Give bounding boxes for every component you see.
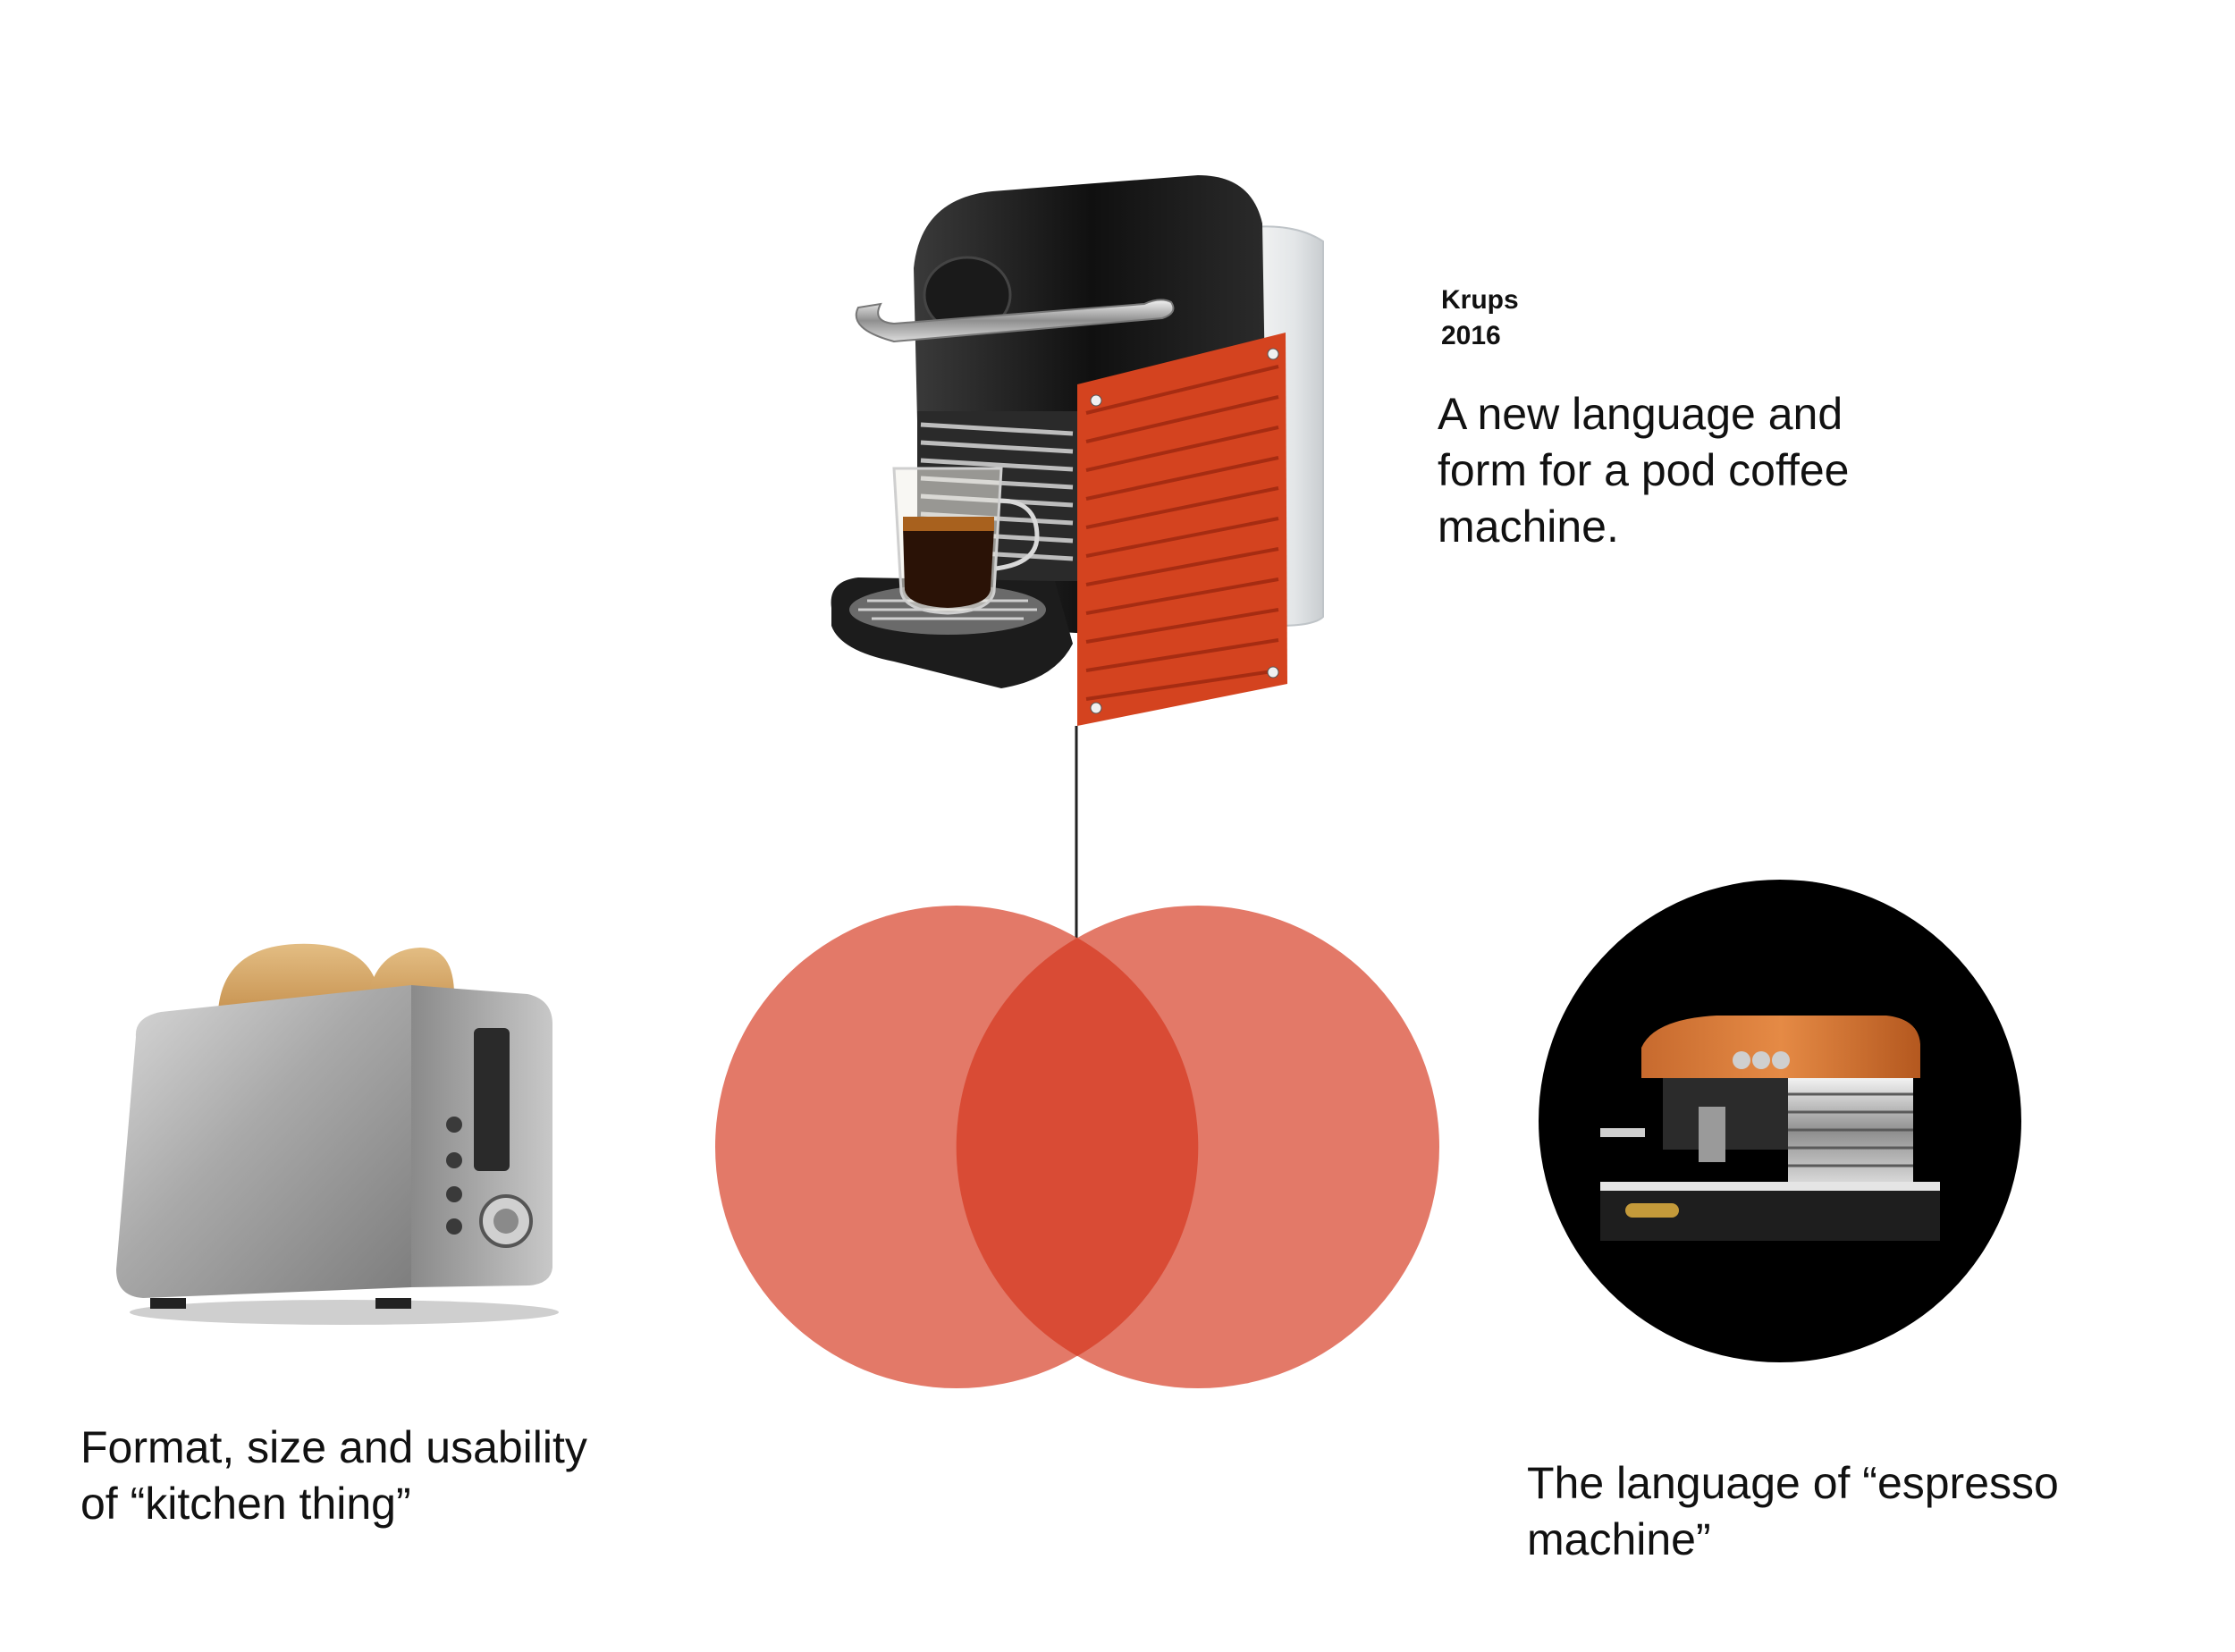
caption-line: The language of “espresso	[1527, 1458, 2059, 1508]
pod-coffee-machine-icon	[831, 175, 1324, 726]
toaster-icon	[116, 943, 559, 1325]
product-description: A new language and form for a pod coffee…	[1438, 386, 1938, 555]
description-line: form for a pod coffee	[1438, 445, 1850, 495]
brand-label: Krups	[1441, 285, 1519, 315]
description-line: A new language and	[1438, 389, 1843, 439]
caption-line: of “kitchen thing”	[80, 1479, 411, 1529]
venn-diagram	[715, 906, 1439, 1388]
year-label: 2016	[1441, 321, 1501, 350]
product-meta: Krups 2016	[1441, 282, 1519, 354]
right-influence-caption: The language of “espresso machine”	[1527, 1455, 2059, 1568]
description-line: machine.	[1438, 502, 1619, 552]
espresso-machine-icon	[1539, 880, 2021, 1362]
caption-line: machine”	[1527, 1514, 1711, 1564]
left-influence-caption: Format, size and usability of “kitchen t…	[80, 1420, 587, 1532]
venn-overlap	[956, 938, 1199, 1356]
caption-line: Format, size and usability	[80, 1422, 587, 1472]
